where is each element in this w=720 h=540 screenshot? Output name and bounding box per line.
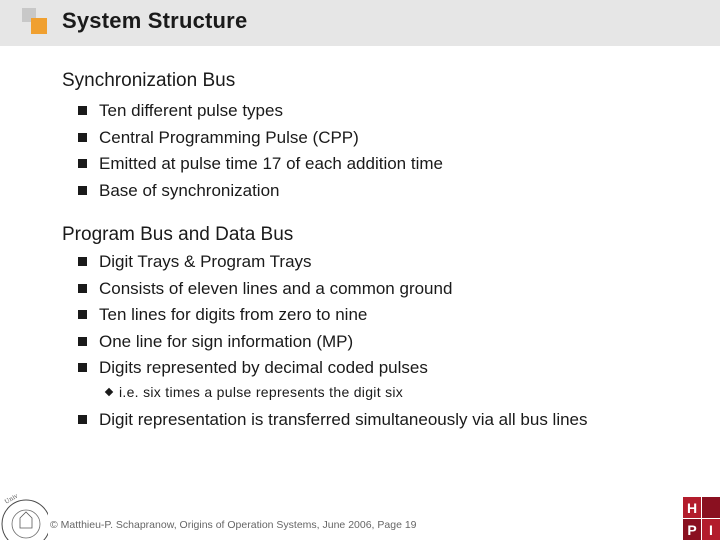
list-item: Emitted at pulse time 17 of each additio… — [78, 151, 443, 178]
list-item: Consists of eleven lines and a common gr… — [78, 276, 452, 303]
svg-text:Univ: Univ — [4, 492, 20, 505]
hpi-logo-blank — [702, 497, 720, 518]
university-seal-logo: Univ — [0, 488, 48, 540]
corner-logo-mark — [0, 0, 47, 46]
program-data-bus-list: Digit Trays & Program Trays Consists of … — [78, 249, 452, 382]
list-item: Ten lines for digits from zero to nine — [78, 302, 452, 329]
list-item: Digit Trays & Program Trays — [78, 249, 452, 276]
hpi-logo-letter: H — [683, 497, 701, 518]
diamond-bullet-icon — [104, 387, 114, 397]
page-title: System Structure — [62, 8, 248, 33]
header-bar — [0, 0, 720, 46]
list-item: Digits represented by decimal coded puls… — [78, 355, 452, 382]
list-item: Ten different pulse types — [78, 98, 443, 125]
hpi-logo-letter: P — [683, 519, 701, 540]
sub-bullet-text: i.e. six times a pulse represents the di… — [119, 384, 404, 400]
sub-bullet: i.e. six times a pulse represents the di… — [104, 384, 404, 400]
list-item: Central Programming Pulse (CPP) — [78, 125, 443, 152]
trailing-list: Digit representation is transferred simu… — [78, 407, 588, 434]
hpi-logo: H P I — [683, 497, 720, 540]
footer-copyright: © Matthieu-P. Schapranow, Origins of Ope… — [50, 519, 417, 531]
section-heading-synchronization-bus: Synchronization Bus — [62, 70, 236, 91]
hpi-logo-letter: I — [702, 519, 720, 540]
synchronization-bus-list: Ten different pulse types Central Progra… — [78, 98, 443, 204]
list-item: Digit representation is transferred simu… — [78, 407, 588, 434]
list-item: Base of synchronization — [78, 178, 443, 205]
orange-square-icon — [31, 18, 47, 34]
list-item: One line for sign information (MP) — [78, 329, 452, 356]
section-heading-program-data-bus: Program Bus and Data Bus — [62, 224, 294, 245]
